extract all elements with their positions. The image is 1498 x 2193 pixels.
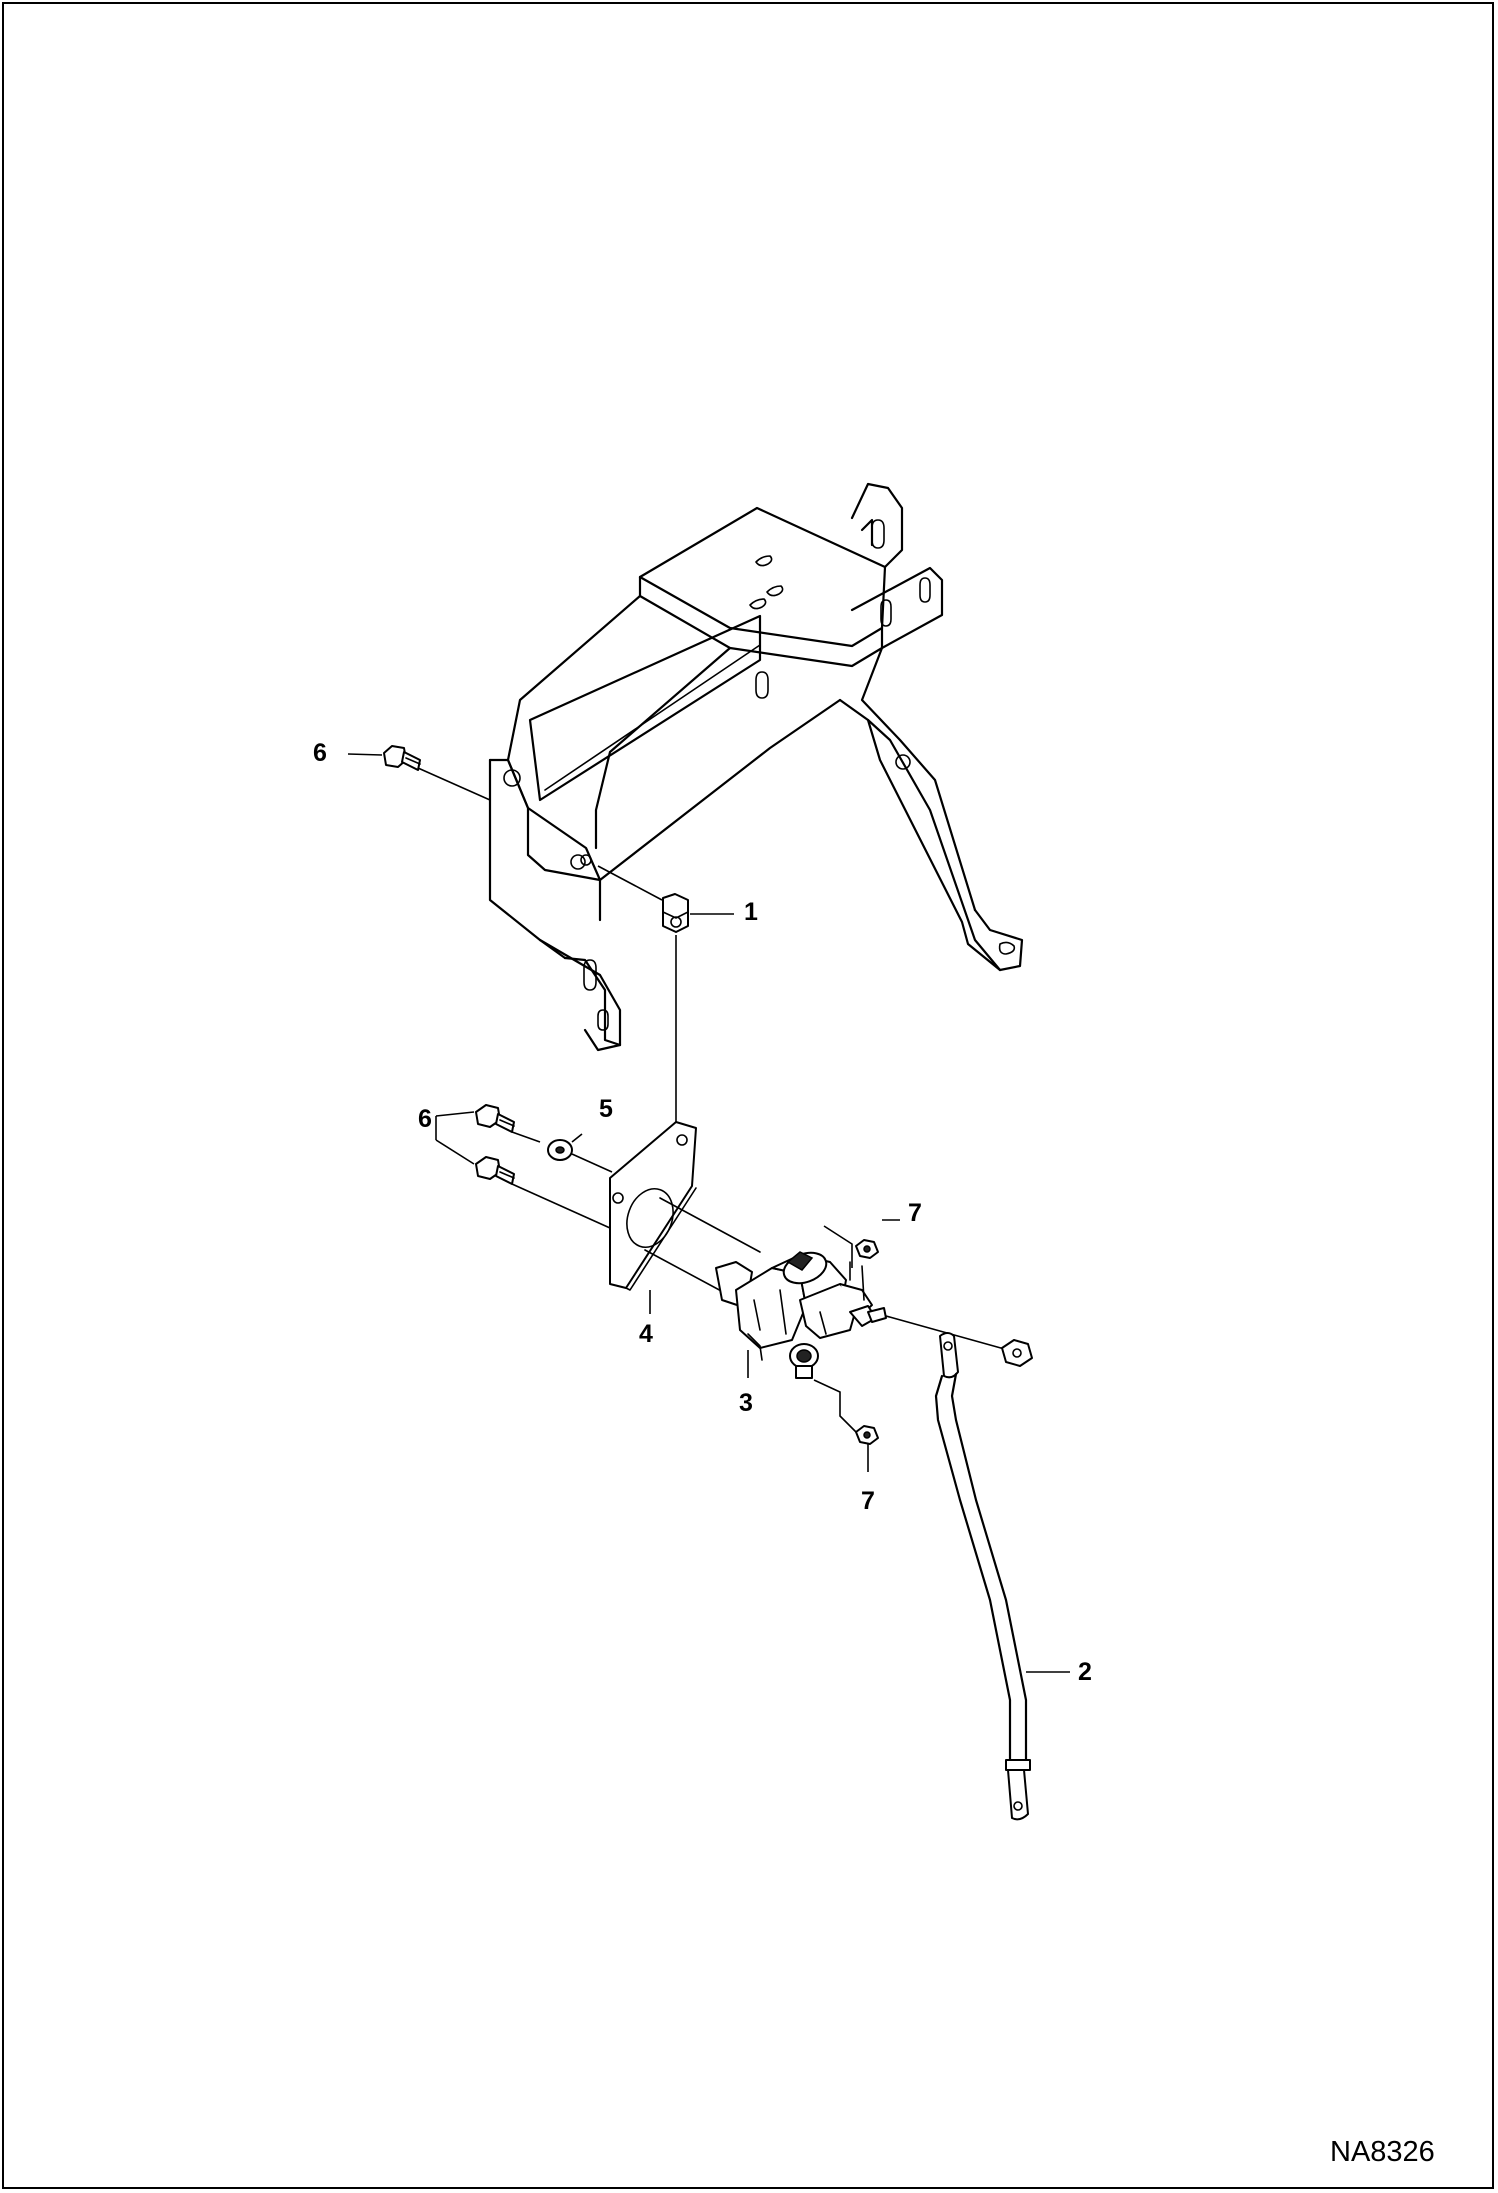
mounting-bracket — [488, 482, 1024, 1052]
bolt-part-6-upper — [383, 745, 491, 801]
speed-nut-part-1 — [580, 854, 689, 933]
hex-nut-cable-terminal — [1001, 1339, 1033, 1367]
disconnect-switch-part-3 — [715, 1251, 1009, 1379]
adapter-plate-part-4 — [609, 1121, 761, 1301]
callout-6-upper: 6 — [313, 739, 327, 767]
washer-part-5 — [547, 1139, 613, 1173]
nut-part-7-upper — [823, 1225, 879, 1268]
callout-6-lower: 6 — [418, 1105, 432, 1133]
battery-cable-part-2 — [934, 1332, 1070, 1821]
callout-leaders — [347, 753, 900, 1472]
callout-4: 4 — [639, 1320, 653, 1348]
bolts-part-6-lower — [475, 1104, 611, 1229]
nut-part-7-lower — [813, 1379, 879, 1445]
callout-5: 5 — [599, 1095, 613, 1123]
figure-identifier: NA8326 — [1330, 2136, 1435, 2168]
callout-2: 2 — [1078, 1658, 1092, 1686]
callout-7-lower: 7 — [861, 1487, 875, 1515]
callout-1: 1 — [744, 898, 758, 926]
callout-7-upper: 7 — [908, 1199, 922, 1227]
callout-3: 3 — [739, 1389, 753, 1417]
